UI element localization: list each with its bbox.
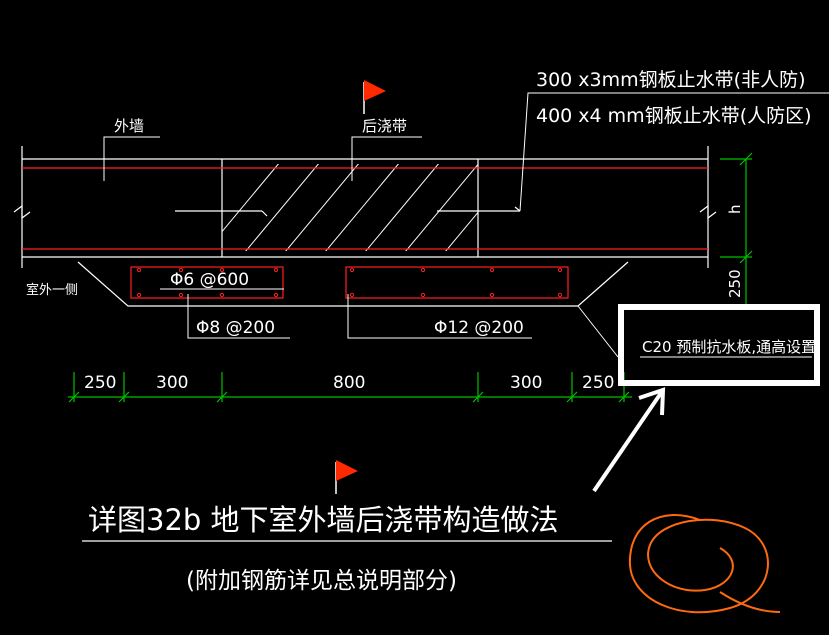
dimension-label: 800 xyxy=(333,373,365,393)
rebar-boxes xyxy=(130,266,569,299)
label-dim-h: h xyxy=(726,204,744,214)
precast-board-extension xyxy=(577,305,619,358)
vertical-dimension xyxy=(720,152,753,308)
annotation-arrow xyxy=(592,387,666,493)
label-rebar-top: Φ6 @600 xyxy=(170,270,249,290)
break-symbol-left xyxy=(13,204,31,220)
dimension-label: 250 xyxy=(582,373,614,393)
post-pour-hatch xyxy=(222,164,478,251)
label-rebar-right: Φ12 @200 xyxy=(434,318,524,338)
rebar-leaders xyxy=(160,288,812,358)
label-waterstop-2: 400 x4 mm钢板止水带(人防区) xyxy=(536,105,812,127)
dimension-labels: 250 300 800 300 250 xyxy=(84,373,614,393)
flag-icon xyxy=(335,460,358,494)
label-rebar-left: Φ8 @200 xyxy=(196,318,275,338)
flag-icon xyxy=(363,80,386,114)
detail-title: 详图32b 地下室外墙后浇带构造做法 xyxy=(88,503,559,537)
annotation-box xyxy=(618,304,820,386)
precast-board-outline xyxy=(77,261,629,307)
label-dim-250-right: 250 xyxy=(726,269,744,298)
steel-waterstop xyxy=(175,206,521,217)
label-post-pour-strip: 后浇带 xyxy=(362,117,407,135)
detail-subtitle: (附加钢筋详见总说明部分) xyxy=(186,568,457,594)
rebar-dots xyxy=(136,267,563,298)
label-waterstop-1: 300 x3mm钢板止水带(非人防) xyxy=(536,69,805,91)
label-outdoor-side: 室外一侧 xyxy=(26,282,78,298)
label-precast-board: C20 预制抗水板,通高设置 xyxy=(642,338,816,356)
wall-rebar xyxy=(22,167,708,250)
dimension-label: 300 xyxy=(156,373,188,393)
dimension-label: 300 xyxy=(510,373,542,393)
break-symbol-right xyxy=(699,204,717,220)
dimension-label: 250 xyxy=(84,373,116,393)
leader-lines xyxy=(103,92,829,212)
label-outer-wall: 外墙 xyxy=(114,117,144,135)
freehand-sketch xyxy=(628,514,781,614)
wall-section xyxy=(21,146,709,268)
